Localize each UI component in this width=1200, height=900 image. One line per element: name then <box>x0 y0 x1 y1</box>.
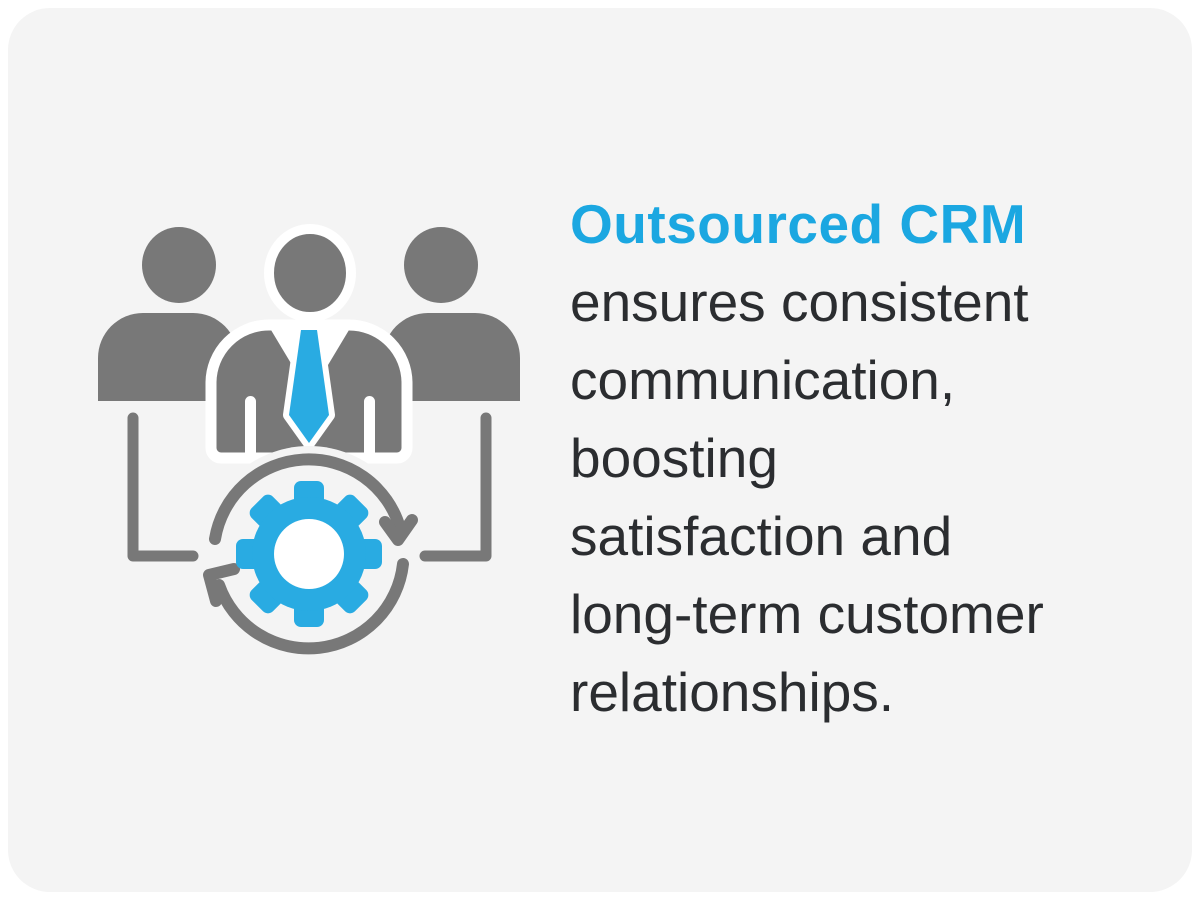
body-line: satisfaction and <box>570 505 953 567</box>
person-center-icon <box>205 224 413 464</box>
infographic-card: Outsourced CRM ensures consistent commun… <box>8 8 1192 892</box>
bracket-right-icon <box>419 412 492 562</box>
caption-text-block: Outsourced CRM ensures consistent commun… <box>570 185 1130 731</box>
person-right-icon <box>383 227 520 401</box>
cycle-arrows-icon <box>203 453 418 655</box>
body-line: long-term customer <box>570 583 1044 645</box>
icon-container <box>93 203 533 673</box>
person-left-icon <box>98 227 238 401</box>
tie-icon <box>283 324 335 449</box>
body-line: ensures consistent <box>570 271 1029 333</box>
headline: Outsourced CRM <box>570 193 1027 255</box>
body-line: communication, <box>570 349 956 411</box>
bracket-left-icon <box>127 412 199 562</box>
body-line: relationships. <box>570 661 895 723</box>
gear-icon <box>236 481 382 627</box>
team-crm-process-icon <box>98 224 520 662</box>
body-line: boosting <box>570 427 778 489</box>
